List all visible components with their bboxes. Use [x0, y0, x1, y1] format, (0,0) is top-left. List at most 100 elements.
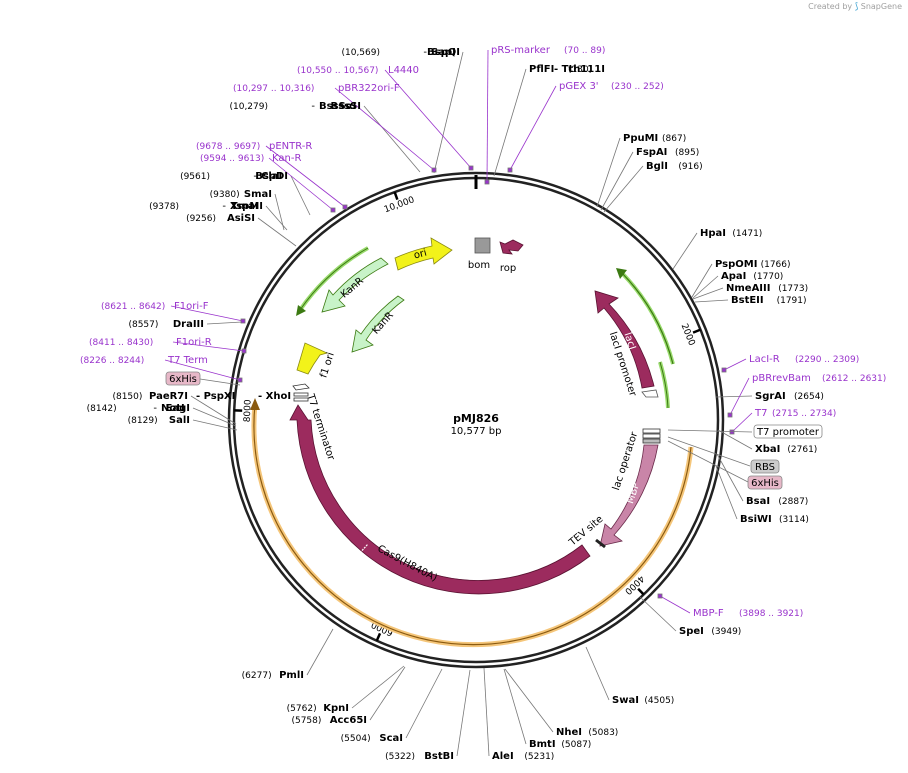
- boxed-feature-tag: [165, 371, 201, 386]
- enzyme-label: SwaI: [612, 695, 639, 706]
- enzyme-leader-line: [433, 51, 464, 174]
- t7-terminator-arrow-icon: [292, 383, 310, 391]
- enzyme-leader-line: [672, 232, 698, 270]
- enzyme-position: (5087): [561, 740, 591, 750]
- enzyme-position: (1471): [732, 229, 762, 239]
- enzyme-leader-line: [290, 175, 311, 216]
- feature-leader-line: [667, 436, 751, 467]
- primer-label: L4440: [388, 65, 419, 76]
- enzyme-label: PaeR7I: [149, 391, 188, 402]
- promoter-green-arc-line: [659, 361, 669, 409]
- ruler-tick-label: 2000: [679, 322, 697, 347]
- enzyme-label: ApaI: [721, 271, 746, 282]
- lacI-green-arc: [620, 271, 675, 365]
- enzyme-label: HpaI: [700, 228, 726, 239]
- primer-leader-line: [334, 87, 435, 171]
- enzyme-position: (3949): [711, 627, 741, 637]
- enzyme-alt-label: XmaI: [230, 201, 259, 212]
- enzyme-leader-line: [369, 666, 406, 721]
- primer-binding-site: [729, 429, 735, 435]
- enzyme-label: AleI: [492, 751, 514, 762]
- enzyme-label: BglI: [646, 161, 668, 172]
- enzyme-leader-line: [585, 646, 610, 701]
- feature-ori-label: ori: [413, 248, 428, 262]
- primer-leader-line: [486, 49, 489, 183]
- enzyme-position: (1766): [761, 260, 791, 270]
- feature-f1-ori-label: f1 ori: [318, 351, 337, 379]
- rop-feature: [499, 239, 524, 255]
- primer-position: (230 .. 252): [611, 82, 664, 92]
- enzyme-label: NheI: [556, 727, 582, 738]
- feature-leader-line: [667, 440, 749, 483]
- feature-lacI-label: lacI: [621, 331, 637, 351]
- enzyme-label: TspMI: [231, 201, 263, 212]
- enzyme-label: BmtI: [529, 739, 556, 750]
- enzyme-separator: -: [423, 47, 427, 58]
- enzyme-position: (8557): [128, 320, 158, 330]
- watermark-brand: SnapGene: [860, 2, 902, 11]
- enzyme-position: (8142): [87, 404, 117, 414]
- boxed-feature-tag: [753, 424, 823, 439]
- enzyme-position: (895): [675, 148, 699, 158]
- rop-label: rop: [500, 263, 516, 274]
- enzyme-position: (3114): [779, 515, 809, 525]
- enzyme-position: (1773): [778, 284, 808, 294]
- ruler-tick: [637, 587, 645, 596]
- enzyme-label: SpeI: [679, 626, 704, 637]
- enzyme-leader-line: [257, 217, 297, 247]
- enzyme-label: SmaI: [244, 189, 272, 200]
- bom-feature: [474, 237, 491, 254]
- enzyme-position: (5083): [588, 728, 618, 738]
- primer-binding-site: [240, 318, 246, 324]
- feature-lacI: [594, 290, 655, 389]
- enzyme-label: Acc65I: [330, 715, 367, 726]
- primer-binding-site: [431, 167, 437, 173]
- enzyme-position: (2761): [787, 445, 817, 455]
- enzyme-leader-line: [206, 321, 243, 325]
- enzyme-leader-line: [192, 419, 238, 431]
- enzyme-position: (867): [662, 134, 686, 144]
- primer-binding-site: [721, 367, 727, 373]
- primer-leader-line: [731, 412, 753, 433]
- primer-leader-line: [268, 157, 334, 211]
- enzyme-leader-line: [190, 395, 237, 425]
- primer-binding-site: [241, 348, 247, 354]
- primer-leader-line: [265, 145, 346, 208]
- primer-leader-line: [729, 377, 750, 416]
- enzyme-position: (6277): [242, 671, 272, 681]
- enzyme-separator: -: [222, 201, 226, 212]
- enzyme-leader-line: [405, 668, 443, 739]
- feature-KanR-inner: [351, 295, 405, 353]
- enzyme-leader-line: [715, 395, 753, 398]
- boxed-feature-label: 6xHis: [169, 374, 197, 385]
- enzyme-position: (5231): [524, 752, 554, 762]
- enzyme-label: NmeAIII: [726, 283, 770, 294]
- primer-leader-line: [509, 85, 557, 171]
- enzyme-label: SalI: [169, 415, 190, 426]
- tev-site-marker: [595, 538, 606, 549]
- kanr-green-arc-line: [299, 247, 369, 311]
- lacI-promoter-arrow-icon: [641, 389, 659, 398]
- boxed-feature-tag: [747, 475, 783, 490]
- primer-label: T7 Term: [167, 355, 208, 366]
- primer-label: pGEX 3': [559, 81, 599, 92]
- enzyme-label: BsaI: [746, 496, 770, 507]
- feature-leader-line: [199, 378, 241, 386]
- enzyme-label: BsiWI: [740, 514, 772, 525]
- enzyme-leader-line: [596, 137, 621, 208]
- primer-position: (9594 .. 9613): [200, 154, 264, 164]
- primer-label: Kan-R: [272, 153, 301, 164]
- plasmid-length: 10,577 bp: [451, 426, 502, 437]
- enzyme-leader-line: [715, 465, 738, 520]
- enzyme-alt-label: SapI: [431, 47, 456, 58]
- ruler-tick-label: 8000: [243, 399, 254, 423]
- enzyme-leader-line: [692, 275, 719, 299]
- primer-label: LacI-R: [749, 354, 780, 365]
- enzyme-position: (2654): [794, 392, 824, 402]
- primer-label: pBRrevBam: [752, 373, 811, 384]
- enzyme-position: (10,569): [341, 48, 380, 58]
- primer-label: F1ori-F: [174, 301, 209, 312]
- enzyme-alt-label: - XhoI: [258, 391, 291, 402]
- snapgene-logo-icon: ⟆: [854, 2, 859, 12]
- primer-binding-site: [330, 207, 336, 213]
